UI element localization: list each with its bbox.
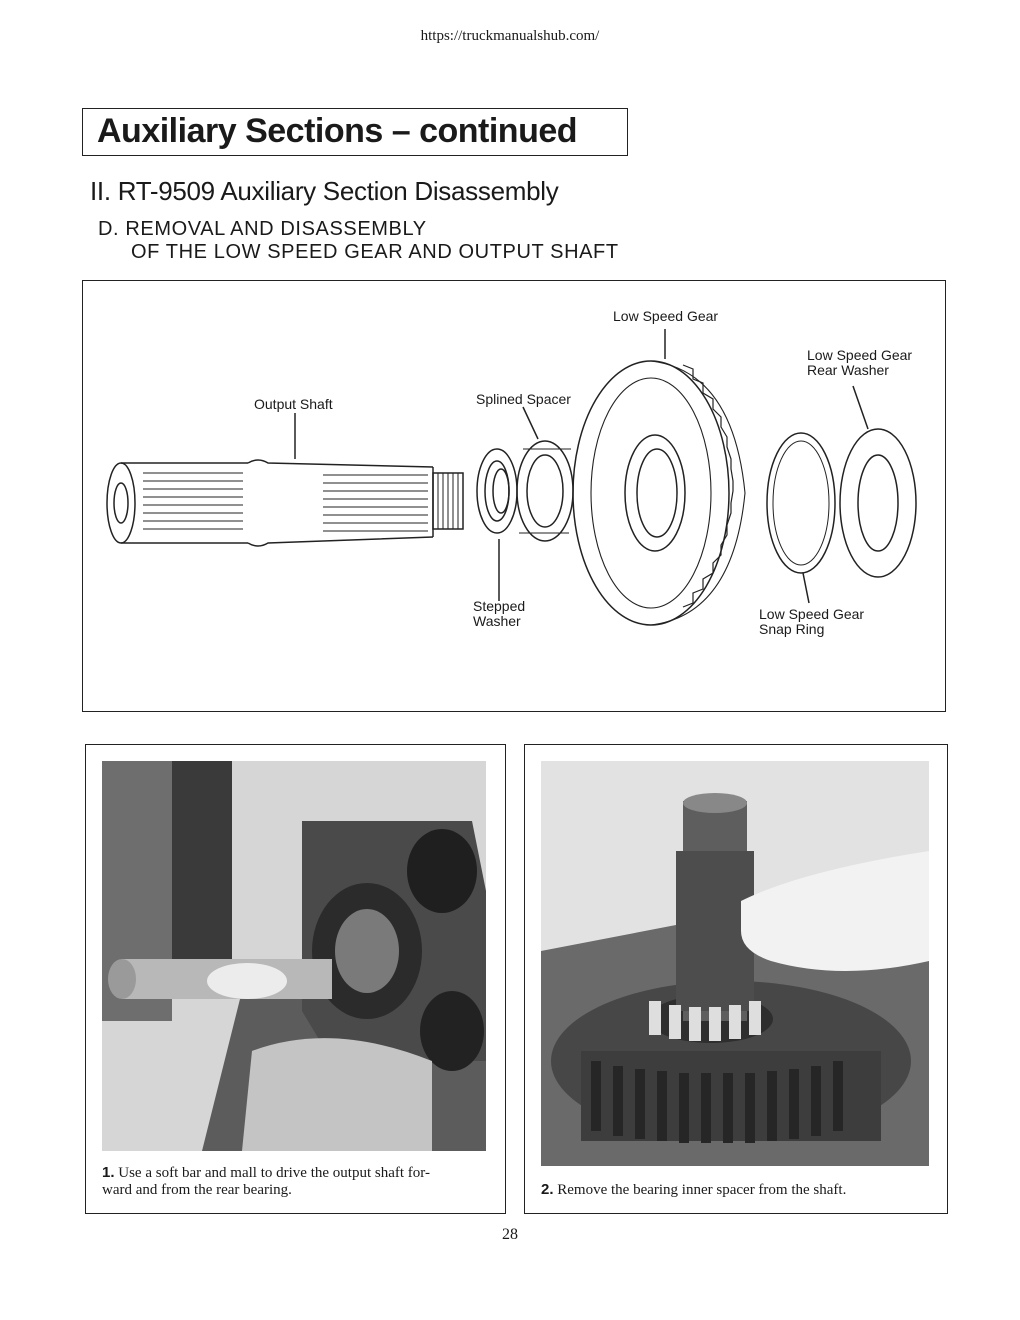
snap-ring (766, 432, 836, 574)
subhead-line-2: OF THE LOW SPEED GEAR AND OUTPUT SHAFT (131, 241, 619, 263)
photo-2-caption: 2. Remove the bearing inner spacer from … (541, 1181, 937, 1199)
label-output-shaft: Output Shaft (254, 396, 333, 412)
photo-panel-2: 2. Remove the bearing inner spacer from … (524, 744, 948, 1214)
label-rear-washer-line-1: Low Speed Gear (807, 347, 913, 363)
label-snap-ring-line-1: Low Speed Gear (759, 606, 865, 622)
exploded-diagram: Low Speed Gear Low Speed Gear Rear Washe… (82, 280, 946, 712)
photo-1-caption: 1. Use a soft bar and mall to drive the … (102, 1164, 492, 1199)
label-low-speed-gear: Low Speed Gear (613, 308, 719, 324)
photo-1-step: 1. (102, 1164, 115, 1181)
subtitle: II. RT-9509 Auxiliary Section Disassembl… (90, 176, 559, 206)
shaft-end-face (106, 462, 136, 544)
section-title: Auxiliary Sections – continued (97, 112, 578, 150)
section-title-box: Auxiliary Sections – continued (82, 108, 628, 156)
photo-2 (541, 761, 929, 1166)
header-url[interactable]: https://truckmanualshub.com/ (420, 28, 600, 44)
label-snap-ring-line-2: Snap Ring (759, 621, 825, 637)
label-rear-washer-line-2: Rear Washer (807, 362, 889, 378)
page-number: 28 (502, 1226, 518, 1243)
diagram-illustration (106, 329, 917, 626)
photo-panel-1: 1. Use a soft bar and mall to drive the … (85, 744, 506, 1214)
photo-2-step: 2. (541, 1181, 554, 1198)
splined-spacer (516, 440, 574, 542)
photo-1 (102, 761, 486, 1151)
photo-1-caption-line-1: Use a soft bar and mall to drive the out… (114, 1165, 430, 1181)
photo-1-caption-line-2: ward and from the rear bearing. (102, 1182, 292, 1198)
label-stepped-washer-line-2: Washer (473, 613, 521, 629)
label-splined-spacer: Splined Spacer (476, 391, 571, 407)
photo-2-caption-line-1: Remove the bearing inner spacer from the… (553, 1182, 847, 1198)
subhead-line-1: D. REMOVAL AND DISASSEMBLY (98, 218, 427, 240)
low-speed-gear (572, 360, 730, 626)
label-stepped-washer-line-1: Stepped (473, 598, 526, 614)
rear-washer (839, 428, 917, 578)
